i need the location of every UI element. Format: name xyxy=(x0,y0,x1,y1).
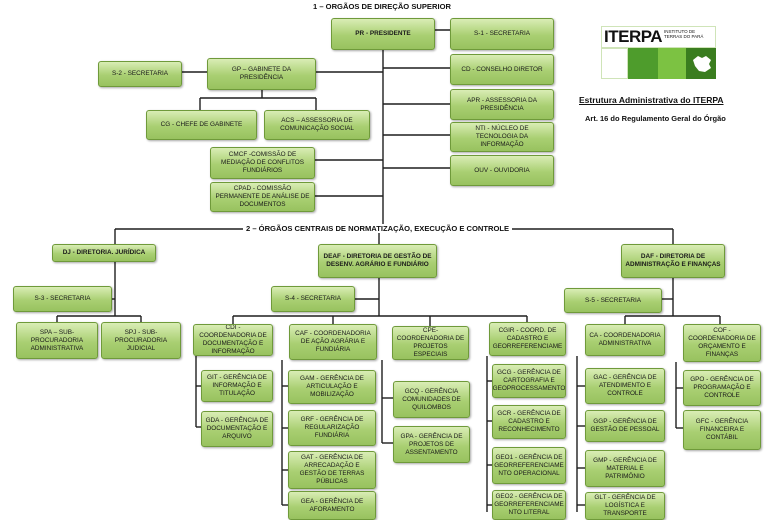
node-gam-gerencia: GAM - GERÊNCIA DE ARTICULAÇÃO E MOBILIZA… xyxy=(288,370,376,404)
node-ca-coordenadoria: CA - COORDENADORIA ADMINISTRATIVA xyxy=(585,324,665,356)
node-cof-coordenadoria: COF -COORDENADORIA DE ORÇAMENTO E FINANÇ… xyxy=(683,324,761,362)
node-caf-coordenadoria: CAF - COORDENADORIA DE AÇÃO AGRÁRIA E FU… xyxy=(289,324,377,360)
node-nti: NTI - NÚCLEO DE TECNOLOGIA DA INFORMAÇÃO xyxy=(450,122,554,152)
node-spa-subprocuradoria: SPA – SUB-PROCURADORIA ADMINISTRATIVA xyxy=(16,322,98,359)
node-cpad: CPAD - COMISSÃO PERMANENTE DE ANÁLISE DE… xyxy=(210,182,315,212)
node-s3-secretaria: S-3 - SECRETARIA xyxy=(13,286,112,312)
iterpa-logo: ITERPA INSTITUTO DE TERRAS DO PARÁ xyxy=(601,26,716,81)
node-gpa-gerencia: GPA - GERÊNCIA DE PROJETOS DE ASSENTAMEN… xyxy=(393,426,470,463)
para-map-icon xyxy=(693,56,711,72)
node-gda-gerencia: GDA - GERÊNCIA DE DOCUMENTAÇÃO E ARQUIVO xyxy=(201,411,273,447)
node-geo2-gerencia: GEO2 - GERÊNCIA DE GEORREFERENCIAME NTO … xyxy=(492,490,566,520)
node-acs-comunicacao: ACS – ASSESSORIA DE COMUNICAÇÃO SOCIAL xyxy=(264,110,370,140)
node-dj-diretoria-juridica: DJ - DIRETORIA. JURÍDICA xyxy=(52,244,156,262)
logo-subtitle: INSTITUTO DE TERRAS DO PARÁ xyxy=(664,29,704,39)
chart-subtitle: Art. 16 do Regulamento Geral do Órgão xyxy=(585,114,726,123)
node-gcr-gerencia: GCR - GERÊNCIA DE CADASTRO E RECONHECIME… xyxy=(492,405,566,439)
node-gcg-gerencia: GCG - GERÊNCIA DE CARTOGRAFIA E GEOPROCE… xyxy=(492,364,566,398)
node-gpo-gerencia: GPO - GERÊNCIA DE PROGRAMAÇÃO E CONTROLE xyxy=(683,370,761,406)
node-gmp-gerencia: GMP - GERÊNCIA DE MATERIAL E PATRIMÔNIO xyxy=(585,450,665,487)
node-gfc-gerencia: GFC - GERÊNCIA FINANCEIRA E CONTÁBIL xyxy=(683,410,761,450)
node-apr-assessoria: APR - ASSESSORIA DA PRESIDÊNCIA xyxy=(450,89,554,120)
node-gea-gerencia: GEA - GERÊNCIA DE AFORAMENTO xyxy=(288,491,376,520)
node-s2-secretaria: S-2 - SECRETARIA xyxy=(98,61,182,87)
node-ggp-gerencia: GGP - GERÊNCIA DE GESTÃO DE PESSOAL xyxy=(585,410,665,442)
node-cpe-coordenadoria: CPE-COORDENADORIA DE PROJETOS ESPECIAIS xyxy=(392,326,469,360)
node-gcq-gerencia: GCQ - GERÊNCIA COMUNIDADES DE QUILOMBOS xyxy=(393,381,470,418)
node-grf-gerencia: GRF - GERÊNCIA DE REGULARIZAÇÃO FUNDIÁRI… xyxy=(288,410,376,446)
node-cdi-coordenadoria: CDI - COORDENADORIA DE DOCUMENTAÇÃO E IN… xyxy=(193,324,273,356)
node-cmcf: CMCF -COMISSÃO DE MEDIAÇÃO DE CONFLITOS … xyxy=(210,147,315,179)
node-cg-chefe-gabinete: CG - CHEFE DE GABINETE xyxy=(146,110,257,140)
node-s1-secretaria: S-1 - SECRETARIA xyxy=(450,18,554,50)
node-gac-gerencia: GAC - GERÊNCIA DE ATENDIMENTO E CONTROLE xyxy=(585,368,665,404)
logo-word: ITERPA xyxy=(604,27,663,46)
node-geo1-gerencia: GEO1 - GERÊNCIA DE GEORREFERENCIAME NTO … xyxy=(492,447,566,484)
heading-superior: 1 – ORGÃOS DE DIREÇÃO SUPERIOR xyxy=(310,2,454,11)
heading-centrais: 2 – ÓRGÃOS CENTRAIS DE NORMATIZAÇÃO, EXE… xyxy=(243,224,513,233)
node-s4-secretaria: S-4 - SECRETARIA xyxy=(271,286,355,312)
node-deaf-diretoria: DEAF - DIRETORIA DE GESTÃO DE DESENV. AG… xyxy=(318,244,437,278)
node-gp-gabinete: GP – GABINETE DA PRESIDÊNCIA xyxy=(207,58,316,90)
node-pr-presidente: PR - PRESIDENTE xyxy=(331,18,435,50)
node-glt-gerencia: GLT - GERÊNCIA DE LOGÍSTICA E TRANSPORTE xyxy=(585,492,665,520)
node-git-gerencia: GIT - GERÊNCIA DE INFORMAÇÃO E TITULAÇÃO xyxy=(201,370,273,402)
node-cgir-coordenadoria: CGIR - COORD. DE CADASTRO E GEORREFERENC… xyxy=(489,322,566,356)
node-ouv-ouvidoria: OUV - OUVIDORIA xyxy=(450,155,554,186)
node-gat-gerencia: GAT - GERÊNCIA DE ARRECADAÇÃO E GESTÃO D… xyxy=(288,451,376,489)
chart-title: Estrutura Administrativa do ITERPA xyxy=(579,95,724,105)
node-cd-conselho-diretor: CD - CONSELHO DIRETOR xyxy=(450,54,554,85)
node-spj-subprocuradoria: SPJ - SUB-PROCURADORIA JUDICIAL xyxy=(101,322,181,359)
node-s5-secretaria: S-5 - SECRETARIA xyxy=(564,288,662,313)
node-daf-diretoria: DAF - DIRETORIA DE ADMINISTRAÇÃO E FINAN… xyxy=(621,244,725,278)
